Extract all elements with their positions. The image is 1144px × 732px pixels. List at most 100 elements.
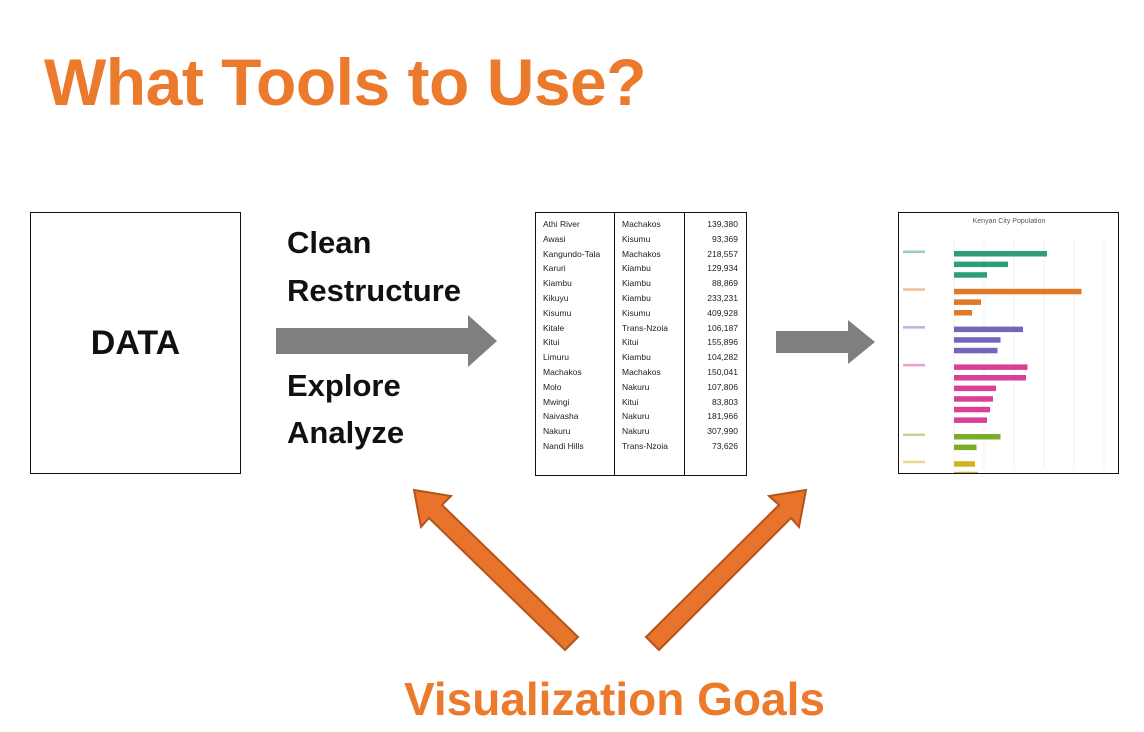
table-row: Machakos Machakos 150,041 (536, 367, 748, 382)
city-cell: Machakos (543, 367, 582, 377)
city-cell: Nandi Hills (543, 441, 584, 451)
city-cell: Awasi (543, 233, 566, 244)
population-cell: 93,369 (712, 233, 738, 244)
table-row: Molo Nakuru 107,806 (536, 382, 748, 397)
population-cell: 107,806 (707, 381, 738, 392)
population-cell: 104,282 (707, 352, 738, 363)
chart-bar (954, 326, 1023, 333)
city-cell: Kitale (543, 322, 565, 333)
city-cell: Molo (543, 381, 562, 392)
county-cell: Machakos (622, 367, 661, 377)
county-cell: Trans-Nzoia (622, 441, 668, 451)
step-analyze: Analyze (287, 415, 405, 450)
population-cell: 218,557 (707, 248, 738, 259)
bar-chart-thumbnail: Kenyan City Population (898, 212, 1119, 474)
table-row: Kisumu Kisumu 409,928 (536, 308, 748, 323)
city-cell: Kangundo-Tala (543, 248, 601, 259)
county-cell: Kiambu (622, 278, 651, 289)
county-cell: Kisumu (622, 233, 651, 244)
table-row: Naivasha Nakuru 181,966 (536, 411, 748, 426)
step-clean: Clean (287, 225, 372, 260)
step-explore: Explore (287, 368, 401, 403)
county-cell: Kiambu (622, 263, 651, 274)
chart-bar (954, 444, 977, 451)
table-row: Awasi Kisumu 93,369 (536, 234, 748, 249)
chart-bar (954, 364, 1028, 370)
chart-bar (954, 310, 972, 316)
table-row: Limuru Kiambu 104,282 (536, 352, 748, 367)
slide-title: What Tools to Use? (44, 45, 647, 119)
chart-bar (954, 261, 1008, 268)
table-row: Mwingi Kitui 83,803 (536, 397, 748, 412)
county-cell: Kiambu (622, 293, 651, 303)
table-row: Kangundo-Tala Machakos 218,557 (536, 249, 748, 264)
city-cell: Nakuru (543, 426, 571, 437)
city-cell: Kikuyu (543, 293, 569, 303)
city-cell: Athi River (543, 219, 580, 229)
city-cell: Karuri (543, 263, 566, 274)
county-cell: Kitui (622, 396, 639, 407)
population-cell: 409,928 (707, 307, 738, 318)
chart-bar (954, 251, 1047, 257)
chart-bar (954, 385, 996, 392)
county-cell: Nakuru (622, 426, 650, 437)
county-cell: Machakos (622, 219, 661, 229)
county-cell: Nakuru (622, 381, 650, 392)
table-divider (614, 213, 615, 475)
city-cell: Mwingi (543, 396, 570, 407)
orange-arrow-up-left (412, 488, 580, 652)
population-cell: 233,231 (707, 293, 738, 303)
group-label-mark (903, 288, 925, 291)
data-label: DATA (90, 323, 181, 362)
chart-bar (954, 406, 990, 413)
data-box: DATA (30, 212, 241, 474)
group-label-mark (903, 363, 925, 367)
gray-arrow-right (276, 315, 497, 367)
population-cell: 83,803 (712, 396, 738, 407)
table-row: Athi River Machakos 139,380 (536, 219, 748, 234)
table-row: Kitale Trans-Nzoia 106,187 (536, 323, 748, 338)
chart-bar (954, 272, 987, 278)
orange-arrow-up-right (644, 488, 808, 652)
county-cell: Trans-Nzoia (622, 322, 668, 333)
table-row: Nakuru Nakuru 307,990 (536, 426, 748, 441)
chart-bar (954, 347, 998, 354)
population-cell: 155,896 (707, 337, 738, 348)
county-cell: Kiambu (622, 352, 651, 363)
county-cell: Machakos (622, 248, 661, 259)
population-cell: 88,869 (712, 278, 738, 289)
county-cell: Nakuru (622, 411, 650, 422)
population-cell: 106,187 (707, 322, 738, 333)
table-divider (684, 213, 685, 475)
visualization-goals-label: Visualization Goals (404, 673, 825, 725)
group-label-mark (903, 460, 925, 464)
population-cell: 129,934 (707, 263, 738, 274)
population-cell: 139,380 (707, 219, 738, 229)
chart-title: Kenyan City Population (973, 218, 1046, 225)
city-cell: Kitui (543, 337, 560, 348)
population-cell: 73,626 (712, 441, 738, 451)
population-cell: 150,041 (707, 367, 738, 377)
county-cell: Kitui (622, 337, 639, 348)
group-label-mark (903, 433, 925, 436)
city-cell: Kisumu (543, 307, 572, 318)
chart-bar (954, 434, 1001, 440)
city-cell: Limuru (543, 352, 569, 363)
chart-bar (954, 471, 978, 473)
county-cell: Kisumu (622, 307, 651, 318)
table-row: Nandi Hills Trans-Nzoia 73,626 (536, 441, 748, 456)
population-cell: 181,966 (707, 411, 738, 422)
city-cell: Naivasha (543, 411, 579, 422)
chart-bar (954, 288, 1082, 295)
chart-bar (954, 299, 981, 305)
population-cell: 307,990 (707, 426, 738, 437)
chart-bar (954, 461, 975, 467)
city-cell: Kiambu (543, 278, 572, 289)
chart-bar (954, 337, 1001, 343)
chart-bar (954, 375, 1026, 381)
chart-bar (954, 417, 987, 423)
group-label-mark (903, 250, 925, 253)
